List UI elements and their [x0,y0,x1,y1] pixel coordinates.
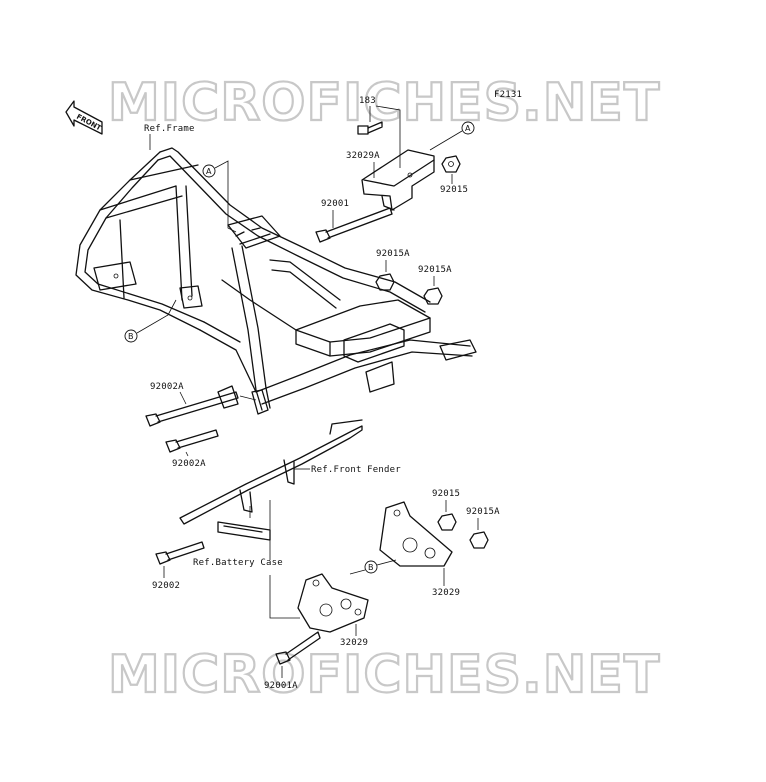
bolt-92002 [155,541,205,565]
nut-92015A-bottom [469,531,489,549]
bolt-92002A-2 [165,429,219,453]
callout-a-top: A [429,121,475,151]
front-fender-bracket [179,419,363,525]
part-92002A-1-label: 92002A [150,382,184,392]
part-32029-left-label: 32029 [340,638,368,648]
svg-text:B: B [128,332,134,341]
part-92001-label: 92001 [321,199,349,209]
figure-code: F2131 [494,90,522,100]
part-92002A-2-label: 92002A [172,459,206,469]
svg-text:A: A [465,124,471,133]
part-92015A-bottom-label: 92015A [466,507,500,517]
nut-92015-top [441,155,461,173]
bolt-92002A-1 [145,391,239,427]
callout-b-frame: B [124,299,177,343]
plate-32029-left [297,573,369,633]
part-92015A-1-label: 92015A [376,249,410,259]
part-32029A-label: 32029A [346,151,380,161]
part-183-label: 183 [359,96,376,106]
watermark-bottom: MICROFICHES.NET [108,645,660,705]
svg-text:B: B [368,563,374,572]
part-92001A-label: 92001A [264,681,298,691]
svg-text:A: A [206,167,212,176]
ref-frame-label: Ref.Frame [144,124,195,134]
part-32029-right-label: 32029 [432,588,460,598]
part-92002-label: 92002 [152,581,180,591]
nut-92015A-1 [375,273,395,291]
ref-battery-case-label: Ref.Battery Case [193,558,283,568]
nut-92015-bottom [437,513,457,531]
battery-case-strap [217,521,271,541]
part-92015-bottom-label: 92015 [432,489,460,499]
ref-front-fender-label: Ref.Front Fender [311,465,401,475]
bolt-92001A [275,631,321,665]
nut-92015A-2 [423,287,443,305]
bolt-92001 [315,207,393,243]
part-92015A-2-label: 92015A [418,265,452,275]
part-92015-top-label: 92015 [440,185,468,195]
bolt-183 [357,121,383,135]
plate-32029-right [379,501,453,567]
frame-assembly [75,147,477,415]
front-arrow-icon: FRONT [65,100,103,135]
callout-a-frame: A [202,160,237,233]
watermark-top: MICROFICHES.NET [108,73,660,133]
callout-b-lower: B [349,559,397,575]
